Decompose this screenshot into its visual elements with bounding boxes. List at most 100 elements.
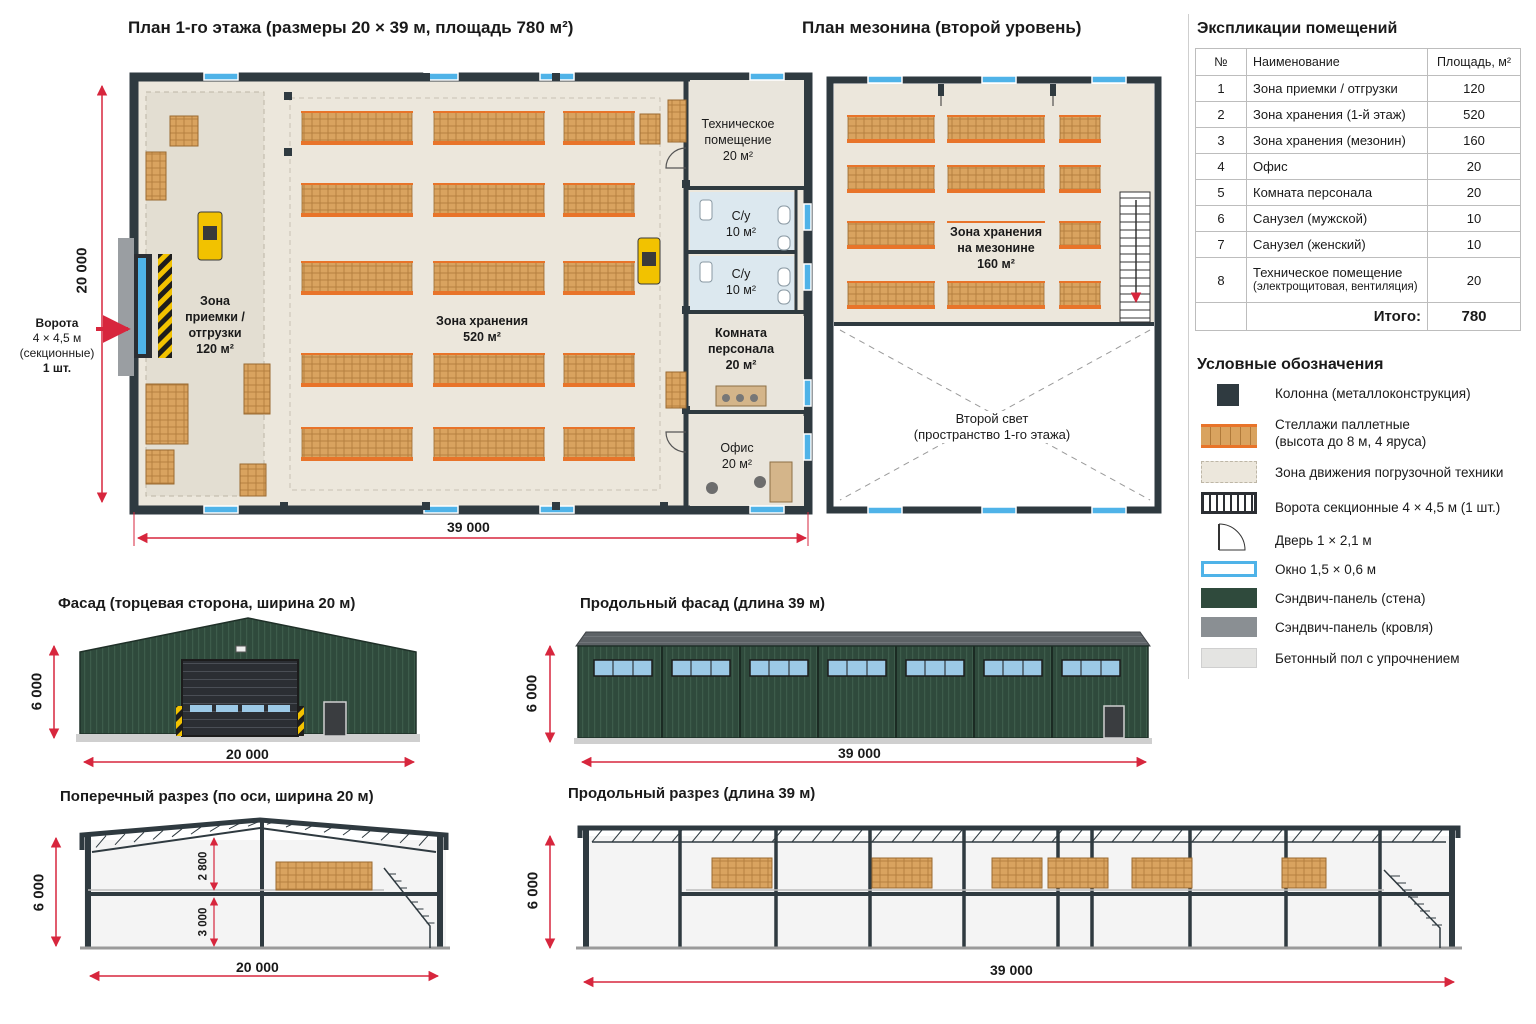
end-height-dim: 6 000 xyxy=(28,672,46,711)
gate-canopy xyxy=(118,238,134,376)
column xyxy=(804,73,812,81)
facade-gate xyxy=(181,659,299,737)
plan-depth-dim: 20 000 xyxy=(73,247,91,294)
legend-traffic: Зона движения погрузочной техники xyxy=(1275,465,1504,480)
facade-window xyxy=(1061,659,1121,677)
column xyxy=(682,180,690,188)
pallet-stack xyxy=(665,371,687,409)
long-facade-title: Продольный фасад (длина 39 м) xyxy=(580,595,826,612)
pallet-rack xyxy=(847,165,935,193)
long-section-title: Продольный разрез (длина 39 м) xyxy=(568,785,816,802)
long-section-height-dim: 6 000 xyxy=(524,871,542,910)
forklift-icon xyxy=(637,237,661,285)
end-width-dim: 20 000 xyxy=(226,746,269,762)
long-facade xyxy=(574,631,1152,744)
explication-title: Экспликации помещений xyxy=(1197,20,1398,37)
column xyxy=(804,502,812,510)
legend-floor: Бетонный пол с упрочнением xyxy=(1275,651,1460,666)
pallet-rack xyxy=(847,115,935,143)
pallet-rack xyxy=(1059,165,1101,193)
column xyxy=(130,502,138,510)
pallet-rack xyxy=(947,281,1045,309)
cross-section-title: Поперечный разрез (по оси, ширина 20 м) xyxy=(60,788,374,805)
pallet-rack xyxy=(433,261,545,295)
column xyxy=(284,148,292,156)
gate-hazard-stripe xyxy=(158,254,172,358)
section-pallets xyxy=(711,857,773,889)
pallet-rack xyxy=(301,261,413,295)
pallet-stack xyxy=(169,115,199,147)
facade-window xyxy=(827,659,887,677)
column xyxy=(552,73,560,81)
table-total-row: Итого:780 xyxy=(1195,302,1521,331)
column xyxy=(422,73,430,81)
traffic-zone-icon xyxy=(1201,461,1257,483)
legend-roof-panel: Сэндвич-панель (кровля) xyxy=(1275,620,1434,635)
pallet-rack xyxy=(847,281,935,309)
pallet-rack xyxy=(1059,115,1101,143)
longitudinal-section xyxy=(576,825,1462,950)
sectional-gate-icon xyxy=(1201,492,1257,514)
long-facade-door xyxy=(1103,705,1125,739)
pallet-rack xyxy=(947,165,1045,193)
pallet-rack xyxy=(301,183,413,217)
pallet-rack xyxy=(947,115,1045,143)
cross-lower-dim: 3 000 xyxy=(197,907,210,937)
storage-aisle-outline xyxy=(289,97,661,491)
column xyxy=(682,406,690,414)
section-pallets xyxy=(991,857,1043,889)
section-pallets xyxy=(871,857,933,889)
legend-panel: Экспликации помещений № Наименование Пло… xyxy=(1188,14,1524,679)
forklift-icon xyxy=(197,211,223,261)
cross-section xyxy=(79,817,450,950)
ground-floor-plan xyxy=(96,72,813,515)
facade-window xyxy=(983,659,1043,677)
long-section-width-dim: 39 000 xyxy=(990,962,1033,978)
pallet-rack-icon xyxy=(1201,424,1257,448)
end-facade xyxy=(76,617,420,742)
pallet-rack xyxy=(1059,221,1101,249)
pallet-rack xyxy=(563,261,635,295)
table-header: № Наименование Площадь, м² xyxy=(1195,48,1521,76)
legend-wall-panel: Сэндвич-панель (стена) xyxy=(1275,591,1426,606)
pallet-stack xyxy=(145,449,175,485)
column xyxy=(660,502,668,510)
plan-width-dim: 39 000 xyxy=(447,519,490,535)
pallet-rack xyxy=(563,427,635,461)
pallet-stack xyxy=(243,363,271,415)
cross-width-dim: 20 000 xyxy=(236,959,279,975)
facade-window xyxy=(749,659,809,677)
column xyxy=(422,502,430,510)
legend-door: Дверь 1 × 2,1 м xyxy=(1275,533,1372,548)
pallet-stack xyxy=(639,113,661,145)
door-icon xyxy=(1218,523,1246,551)
concrete-floor-icon xyxy=(1201,648,1257,668)
column xyxy=(284,92,292,100)
pallet-rack xyxy=(433,183,545,217)
mezzanine-title: План мезонина (второй уровень) xyxy=(802,18,1082,37)
pallet-rack xyxy=(1059,281,1101,309)
pallet-rack xyxy=(301,353,413,387)
window-icon xyxy=(1201,561,1257,577)
column xyxy=(130,73,138,81)
column xyxy=(280,73,288,81)
pallet-rack xyxy=(433,353,545,387)
pallet-rack xyxy=(301,427,413,461)
column-icon xyxy=(1217,384,1239,406)
pallet-rack xyxy=(563,111,635,145)
long-width-dim: 39 000 xyxy=(838,745,881,761)
cross-height-dim: 6 000 xyxy=(30,873,48,912)
cross-upper-dim: 2 800 xyxy=(197,851,210,881)
